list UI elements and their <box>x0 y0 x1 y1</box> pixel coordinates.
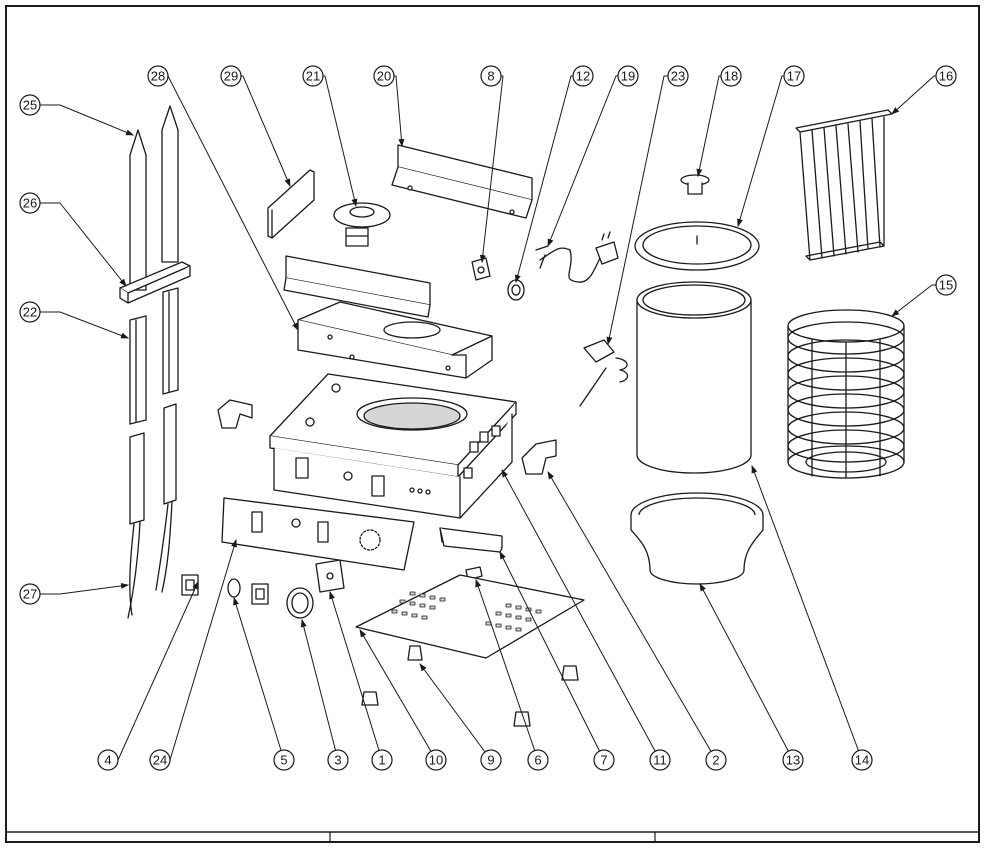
callout-number: 6 <box>534 753 541 768</box>
callout-number: 25 <box>23 98 37 113</box>
callout-number: 7 <box>600 753 607 768</box>
callout-circle <box>705 749 727 771</box>
part-clamp-2 <box>521 439 557 475</box>
part-lamp-5 <box>227 578 241 598</box>
part-elements-leads <box>127 403 177 619</box>
callout-circle <box>273 749 295 771</box>
part-switch-rocker <box>251 583 269 605</box>
callout-circle <box>782 749 804 771</box>
part-u-bracket <box>439 527 503 553</box>
callout-circle <box>649 749 671 771</box>
part-feet <box>361 645 579 727</box>
callout-circle <box>425 749 447 771</box>
callout-number: 24 <box>153 753 167 768</box>
callout-circle <box>783 65 805 87</box>
part-main-housing <box>269 373 517 519</box>
callout-number: 17 <box>787 69 801 84</box>
callout-number: 28 <box>151 69 165 84</box>
part-bracket-29 <box>267 169 315 239</box>
part-bottom-plate <box>355 574 585 659</box>
callout-number: 22 <box>23 305 37 320</box>
callout-number: 18 <box>724 69 738 84</box>
callout-number: 8 <box>487 69 494 84</box>
callout-circle <box>851 749 873 771</box>
part-tank <box>636 281 752 474</box>
part-basket <box>787 309 905 479</box>
callout-number: 16 <box>939 69 953 84</box>
callout-number: 10 <box>429 753 443 768</box>
callout-circle <box>371 749 393 771</box>
part-switch-4 <box>181 574 199 596</box>
part-power-cord <box>535 231 619 283</box>
drawing-border <box>5 5 980 843</box>
part-front-panel <box>221 497 415 571</box>
part-knob-18 <box>680 174 710 195</box>
part-lamp-12 <box>507 279 525 301</box>
callout-circle <box>593 749 615 771</box>
callout-circle <box>327 749 349 771</box>
part-drip-tray <box>630 492 764 585</box>
callout-number: 1 <box>378 753 385 768</box>
callout-circle <box>220 65 242 87</box>
part-thermostat-switch-1 <box>315 559 345 593</box>
part-mount-plate <box>283 255 493 379</box>
part-lid-ring <box>634 221 760 271</box>
callout-number: 29 <box>224 69 238 84</box>
part-heating-rods <box>119 105 191 304</box>
part-control-knob-3 <box>286 587 314 619</box>
callout-circle <box>302 65 324 87</box>
callout-circle <box>617 65 639 87</box>
callout-number: 9 <box>487 753 494 768</box>
callout-circle <box>480 65 502 87</box>
callout-number: 20 <box>377 69 391 84</box>
callout-circle <box>19 301 41 323</box>
callout-number: 12 <box>576 69 590 84</box>
callout-circle <box>720 65 742 87</box>
callout-number: 15 <box>939 278 953 293</box>
callout-circle <box>667 65 689 87</box>
callout-circle <box>149 749 171 771</box>
callout-number: 21 <box>306 69 320 84</box>
part-thermostat <box>333 202 391 247</box>
part-rail-20 <box>391 144 533 219</box>
callout-number: 27 <box>23 587 37 602</box>
callout-number: 5 <box>280 753 287 768</box>
callout-circle <box>147 65 169 87</box>
callout-circle <box>480 749 502 771</box>
callout-circle <box>935 274 957 296</box>
callout-number: 26 <box>23 196 37 211</box>
callout-circle <box>935 65 957 87</box>
callout-number: 3 <box>334 753 341 768</box>
part-element-clips <box>129 287 179 425</box>
callout-circle <box>97 749 119 771</box>
part-probe-23 <box>579 339 629 407</box>
part-clamp-left <box>217 399 253 429</box>
callout-number: 11 <box>653 753 667 768</box>
callout-circle <box>527 749 549 771</box>
callout-circle <box>373 65 395 87</box>
callout-number: 19 <box>621 69 635 84</box>
callout-circle <box>572 65 594 87</box>
callout-number: 13 <box>786 753 800 768</box>
callout-number: 14 <box>855 753 869 768</box>
part-wire-rack <box>795 109 893 261</box>
part-switch-8 <box>471 257 491 281</box>
callout-circle <box>19 583 41 605</box>
callout-number: 2 <box>712 753 719 768</box>
callout-number: 4 <box>104 753 111 768</box>
callout-number: 23 <box>671 69 685 84</box>
callout-circle <box>19 192 41 214</box>
callout-circle <box>19 94 41 116</box>
